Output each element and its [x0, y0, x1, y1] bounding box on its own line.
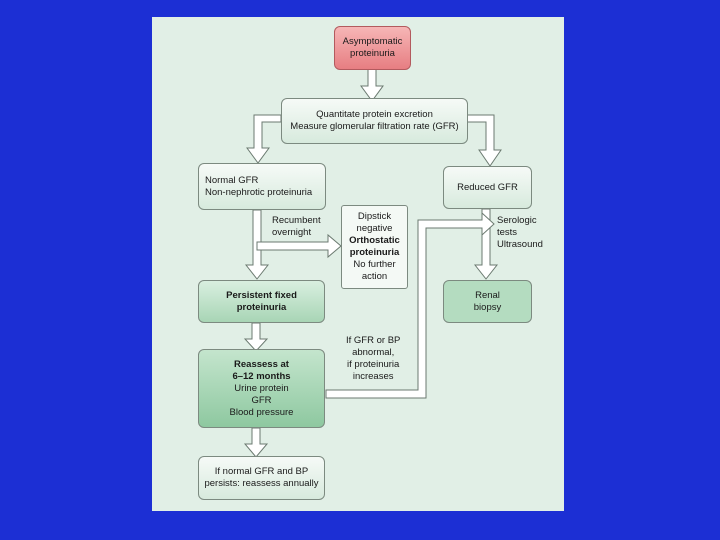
- node-asymptomatic-proteinuria: Asymptomatic proteinuria: [334, 26, 411, 70]
- arrow-persistent-to-reassess: [243, 322, 269, 352]
- label-recumbent-overnight: Recumbent overnight: [272, 215, 321, 238]
- flowchart-panel: Asymptomatic proteinuria Quantitate prot…: [152, 17, 564, 511]
- node-reduced-gfr: Reduced GFR: [443, 166, 532, 209]
- node-persistent-fixed-proteinuria: Persistent fixed proteinuria: [198, 280, 325, 323]
- node-reassess-annually: If normal GFR and BP persists: reassess …: [198, 456, 325, 500]
- arrow-recumbent-to-orthostatic: [256, 233, 342, 259]
- label-gfr-bp-abnormal: If GFR or BP abnormal, if proteinuria in…: [346, 335, 401, 382]
- arrow-quantitate-to-normal: [246, 114, 282, 164]
- node-normal-gfr: Normal GFR Non-nephrotic proteinuria: [198, 163, 326, 210]
- node-reassess: Reassess at 6–12 months Urine protein GF…: [198, 349, 325, 428]
- arrow-quantitate-to-reduced: [466, 114, 502, 167]
- arrow-reassess-to-serologic: [325, 211, 495, 399]
- arrow-reduced-to-biopsy: [473, 208, 499, 280]
- arrow-reassess-to-annual: [243, 427, 269, 458]
- arrow-start-to-quantitate: [360, 68, 384, 102]
- node-renal-biopsy: Renal biopsy: [443, 280, 532, 323]
- connector-arrows: [243, 68, 502, 458]
- node-orthostatic-proteinuria: Dipstick negative Orthostatic proteinuri…: [341, 205, 408, 289]
- node-quantitate-protein: Quantitate protein excretion Measure glo…: [281, 98, 468, 144]
- label-serologic-ultrasound: Serologic tests Ultrasound: [497, 215, 543, 250]
